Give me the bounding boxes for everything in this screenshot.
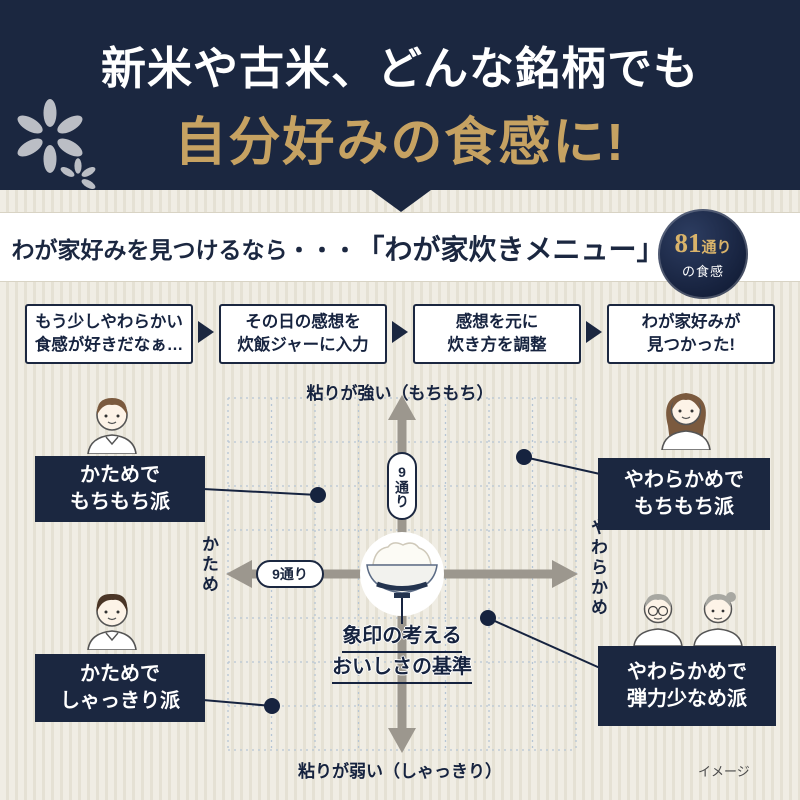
data-points [264, 449, 532, 714]
hero-headline-line1: 新米や古米、どんな銘柄でも [100, 43, 699, 94]
center-caption: 象印の考える おいしさの基準 [292, 622, 512, 684]
step-box-2: その日の感想を 炊飯ジャーに入力 [219, 304, 387, 364]
image-note: イメージ [698, 764, 750, 779]
callout-soft-mochi: やわらかめで もちもち派 [598, 458, 770, 530]
horizontal-range-pill: 9通り [256, 560, 324, 588]
texture-count-badge: 81通り の食感 [658, 209, 748, 299]
step-3-line2: 炊き方を調整 [447, 336, 547, 354]
axis-label-bottom: 粘りが弱い（しゃっきり） [298, 762, 502, 781]
callout-br-line2: 弾力少なめ派 [627, 688, 747, 710]
callout-bl-line1: かためで [80, 663, 160, 685]
step-2-line1: その日の感想を [245, 312, 361, 331]
rice-bowl-icon [366, 542, 438, 598]
center-caption-line1: 象印の考える [342, 622, 462, 653]
product-name: 「わが家炊きメニュー」 [356, 234, 665, 265]
man-icon [87, 593, 137, 650]
arrow-right-icon [198, 321, 214, 343]
step-1-line1: もう少しやわらかい [35, 312, 183, 331]
rice-flower-icon [17, 99, 96, 189]
feature-band-text: わが家好みを見つけるなら・・・ 「わが家炊きメニュー」 [12, 213, 665, 283]
man-icon [87, 398, 137, 454]
badge-caption: の食感 [681, 264, 724, 279]
arrow-right-icon [586, 321, 602, 343]
data-point-firm-mochi [310, 487, 326, 503]
axis-label-left: かため [199, 535, 218, 595]
down-arrow-icon [371, 190, 431, 212]
data-point-soft-lowbounce [480, 610, 496, 626]
step-box-4: わが家好みが 見つかった! [607, 304, 775, 364]
callout-firm-shakkiri: かためで しゃっきり派 [35, 654, 205, 722]
axis-label-top: 粘りが強い（もちもち） [306, 384, 494, 403]
arrow-right-icon [392, 321, 408, 343]
callout-br-line1: やわらかめで [627, 661, 747, 683]
callout-soft-lowbounce: やわらかめで 弾力少なめ派 [598, 646, 776, 726]
badge-number: 81 [674, 228, 702, 258]
band-prefix: わが家好みを見つけるなら・・・ [11, 237, 357, 263]
callout-tr-line1: やわらかめで [624, 469, 744, 491]
center-caption-line2: おいしさの基準 [332, 653, 472, 684]
step-2-line2: 炊飯ジャーに入力 [237, 336, 369, 354]
callout-bl-line2: しゃっきり派 [60, 690, 180, 712]
data-point-firm-shakkiri [264, 698, 280, 714]
callout-firm-mochi: かためで もちもち派 [35, 456, 205, 522]
badge-unit: 通り [701, 239, 732, 256]
axis-label-right: やわらかめ [588, 518, 607, 618]
step-3-line1: 感想を元に [455, 312, 539, 331]
callout-tr-line2: もちもち派 [634, 496, 734, 518]
elderly-couple-icon [633, 592, 743, 646]
callout-tl-line1: かためで [80, 464, 160, 486]
step-box-1: もう少しやわらかい 食感が好きだなぁ… [25, 304, 193, 364]
step-1-line2: 食感が好きだなぁ… [34, 336, 184, 354]
hero-banner: 新米や古米、どんな銘柄でも 自分好みの食感に! [0, 0, 800, 190]
step-4-line2: 見つかった! [647, 336, 735, 354]
callout-tl-line2: もちもち派 [70, 491, 170, 513]
badge-count: 81通り [674, 228, 731, 259]
hero-headline-line2: 自分好みの食感に! [174, 114, 626, 172]
step-4-line1: わが家好みが [641, 312, 741, 331]
vertical-range-pill: 9通り [387, 452, 417, 520]
step-box-3: 感想を元に 炊き方を調整 [413, 304, 581, 364]
woman-icon [661, 393, 711, 450]
data-point-soft-mochi [516, 449, 532, 465]
